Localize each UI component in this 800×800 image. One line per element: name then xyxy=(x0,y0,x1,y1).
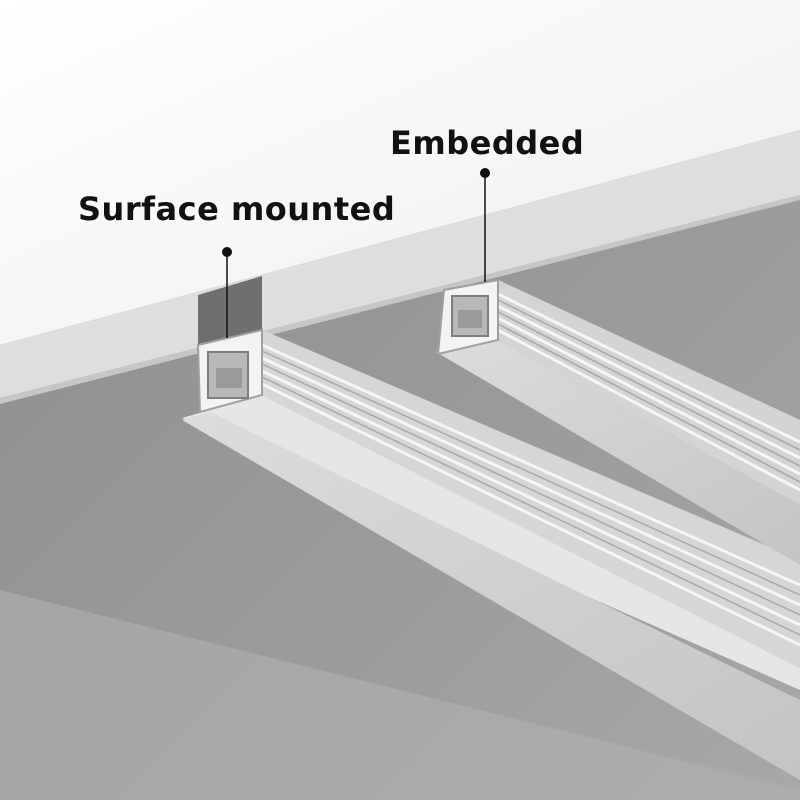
surface-mounted-label: Surface mounted xyxy=(78,190,396,228)
surface-profile-ribs xyxy=(261,343,800,647)
embedded-profile-ribs xyxy=(497,292,800,492)
surface-diffuser xyxy=(182,412,800,780)
embedded-label: Embedded xyxy=(390,124,585,162)
floor-shading xyxy=(0,590,800,800)
surface-end-cap xyxy=(198,276,262,345)
ceiling-top xyxy=(0,0,800,345)
embedded-callout-pointer xyxy=(480,168,490,282)
surface-flange xyxy=(182,395,800,690)
surface-callout-pointer xyxy=(222,247,232,338)
embedded-diffuser xyxy=(436,340,800,565)
